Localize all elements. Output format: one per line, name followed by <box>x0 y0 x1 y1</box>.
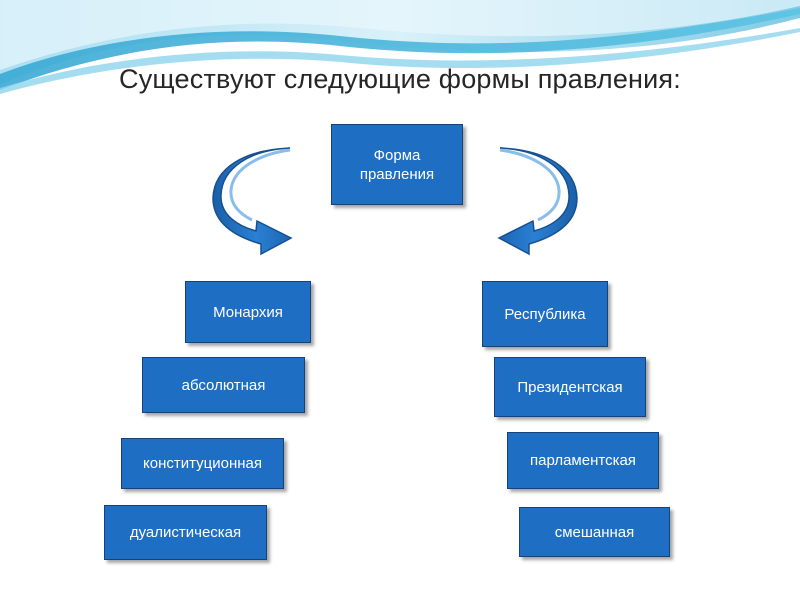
monarchy-label: Монархия <box>213 303 283 321</box>
curved-arrow-right-icon <box>497 147 578 256</box>
mixed-label: смешанная <box>554 523 635 541</box>
republic-label: Республика <box>504 305 586 323</box>
root-box: Форма правления <box>331 124 463 205</box>
absolute-label: абсолютная <box>181 376 266 394</box>
republic-box: Республика <box>482 281 608 347</box>
header-wave-decoration <box>0 0 800 94</box>
slide-title: Существуют следующие формы правления: <box>119 64 681 94</box>
dualistic-label: дуалистическая <box>129 524 242 541</box>
mixed-box: смешанная <box>519 507 670 557</box>
presidential-box: Президентская <box>494 357 646 417</box>
curved-arrow-left-icon <box>212 147 293 256</box>
parliamentary-label: парламентская <box>530 452 636 469</box>
parliamentary-box: парламентская <box>507 432 659 489</box>
constitutional-box: конституционная <box>121 438 284 489</box>
root-label: Форма правления <box>359 146 435 183</box>
presidential-label: Президентская <box>517 378 623 396</box>
constitutional-label: конституционная <box>143 455 262 472</box>
monarchy-box: Монархия <box>185 281 311 343</box>
dualistic-box: дуалистическая <box>104 505 267 560</box>
absolute-box: абсолютная <box>142 357 305 413</box>
